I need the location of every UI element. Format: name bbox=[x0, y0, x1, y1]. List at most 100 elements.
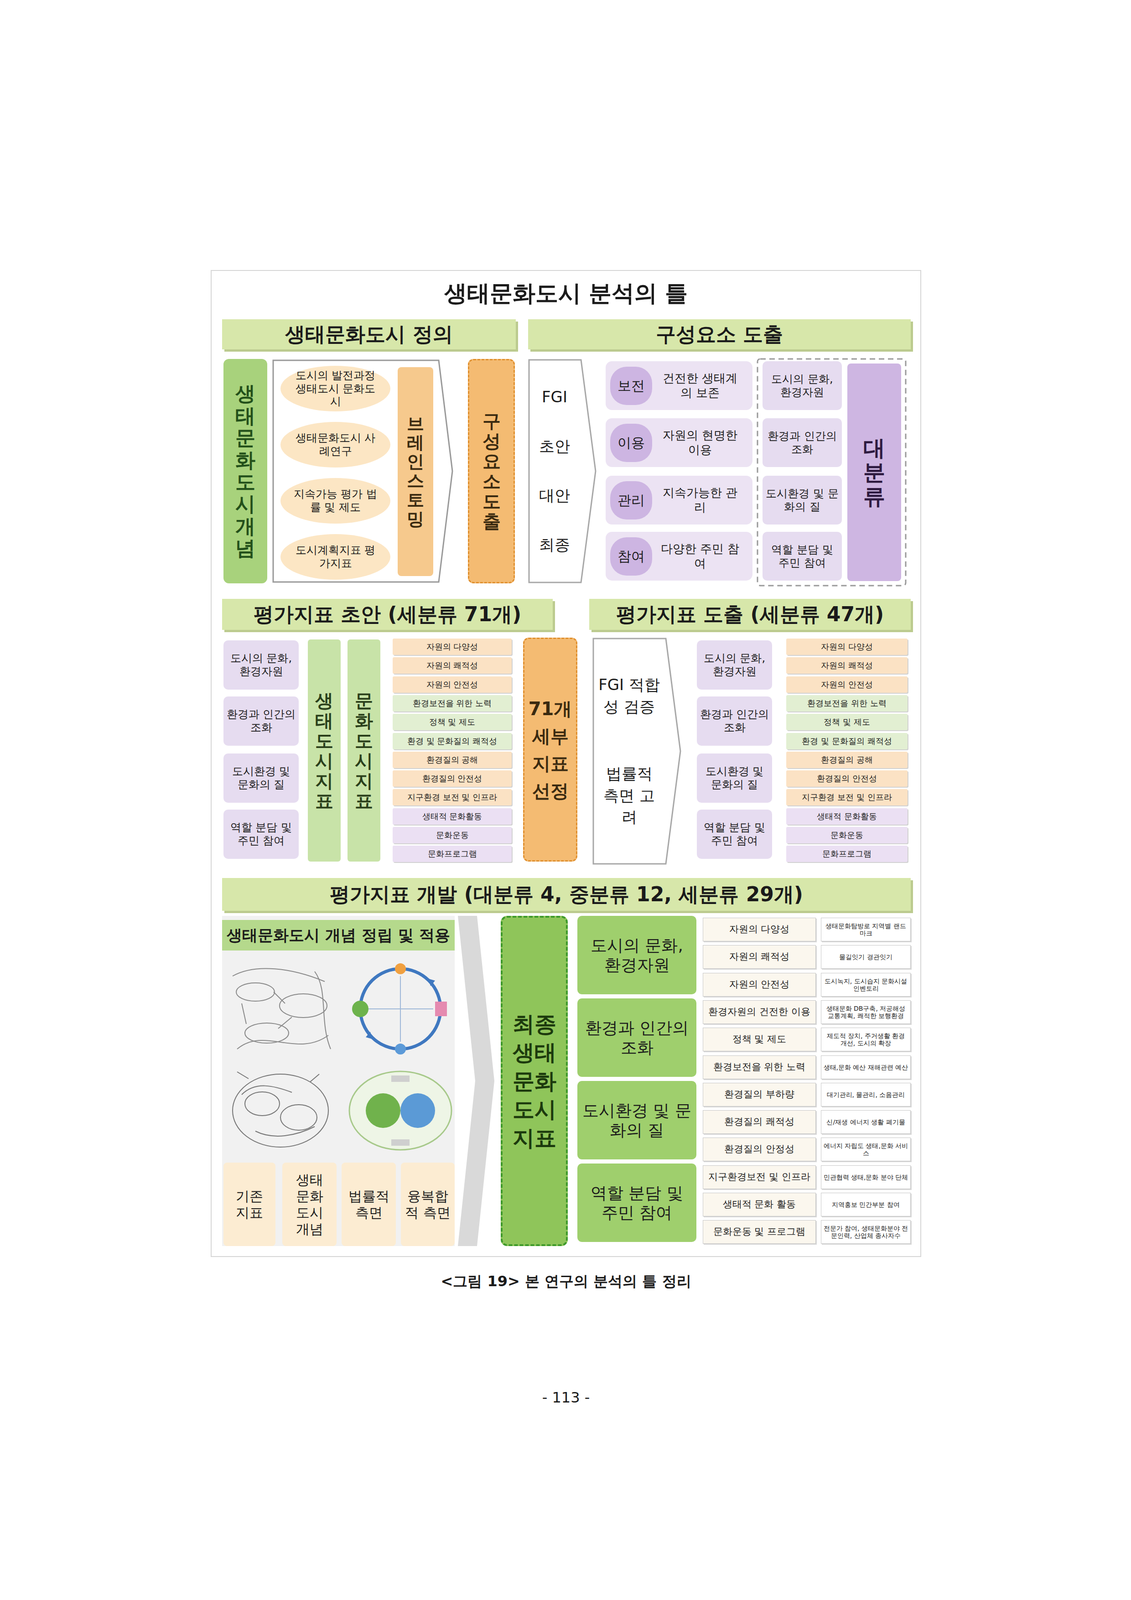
indicator-item: 환경보전을 위한 노력 bbox=[786, 695, 908, 712]
chevron-outline bbox=[592, 637, 682, 865]
label-text: 생태문화도시 개념 bbox=[293, 1171, 326, 1238]
label-text: 평가지표 개발 (대분류 4, 중분류 12, 세분류 29개) bbox=[329, 882, 804, 907]
category-label: 대분류 bbox=[847, 363, 902, 582]
label-text: FGI bbox=[541, 386, 568, 409]
label-text: 생태문화탐방로 지역별 랜드마크 bbox=[823, 922, 909, 937]
basis-box: 기존 지표 bbox=[223, 1162, 276, 1246]
category-box: 도시환경 및 문화의 질 bbox=[223, 753, 299, 803]
label-text: 도시환경 및 문화의 질 bbox=[226, 764, 296, 792]
step-chevron: FGI 적합성 검증법률적 측면 고려 bbox=[592, 637, 682, 865]
label-text: 에너지 자립도 생태,문화 서비스 bbox=[823, 1141, 909, 1157]
label-text: 생태적 문화활동 bbox=[816, 811, 877, 822]
indicator-item: 환경질의 쾌적성 bbox=[702, 1110, 816, 1134]
label-text: 지속가능 평가 법률 및 제도 bbox=[292, 487, 379, 514]
label-text: 71개 세부 지표 선정 bbox=[528, 695, 573, 805]
bracket-chevron bbox=[273, 360, 453, 582]
step-chevron: FGI초안대안최종 bbox=[528, 358, 597, 584]
section-header: 평가지표 초안 (세분류 71개) bbox=[222, 598, 553, 630]
indicator-item: 정책 및 제도 bbox=[702, 1027, 816, 1052]
indicator-item: 자원의 다양성 bbox=[392, 638, 512, 655]
sketch-ellipse bbox=[244, 1022, 289, 1043]
label-text: 대기관리, 물관리, 소음관리 bbox=[826, 1090, 906, 1099]
label-text: 도시의 발전과정 생태도시 문화도시 bbox=[292, 368, 379, 409]
label-text: 환경질의 안전성 bbox=[816, 773, 877, 784]
indicator-item: 자원의 쾌적성 bbox=[786, 657, 908, 674]
label-text: 정책 및 제도 bbox=[732, 1033, 787, 1045]
sketch-illustration bbox=[232, 1071, 329, 1147]
label-text: 생태적 문화활동 bbox=[422, 811, 483, 822]
label-text: 자원의 쾌적성 bbox=[729, 950, 790, 963]
component-tag: 관리 bbox=[610, 481, 653, 520]
indicator-item: 환경 및 문화질의 쾌적성 bbox=[392, 732, 512, 750]
cycle-arrowhead bbox=[428, 978, 436, 986]
indicator-item: 환경질의 안전성 bbox=[786, 770, 908, 787]
component-row: 보전건전한 생태계의 보존 bbox=[605, 361, 753, 410]
label-text: 도시환경 및 문화의 질 bbox=[765, 487, 840, 514]
label-text: 환경과 인간의 조화 bbox=[699, 707, 770, 735]
label-text: 초안 bbox=[539, 435, 571, 458]
category-box: 도시의 문화, 환경자원 bbox=[696, 640, 773, 690]
label-text: 전문가 참여, 생태문화분야 전문인력, 산업체 종사자수 bbox=[823, 1224, 909, 1240]
label-text: 자원의 다양성 bbox=[820, 641, 873, 652]
indicator-detail: 물길잇기 경관잇기 bbox=[820, 944, 911, 969]
category-box: 도시의 문화, 환경자원 bbox=[762, 361, 842, 410]
label-text: 생태문화도시 개념 정립 및 적용 bbox=[226, 925, 450, 945]
component-tag: 보전 bbox=[610, 366, 653, 405]
label-text: 역할 분담 및 주민 참여 bbox=[699, 820, 770, 848]
label-text: 융복합적 측면 bbox=[404, 1188, 452, 1221]
indicator-item: 문화운동 및 프로그램 bbox=[702, 1219, 816, 1244]
label-text: 다양한 주민 참여 bbox=[652, 541, 748, 571]
label-text: 생태도시 지표 bbox=[315, 690, 334, 811]
indicator-item: 지구환경보전 및 인프라 bbox=[702, 1165, 816, 1189]
label-text: 문화프로그램 bbox=[822, 848, 872, 859]
sketch-ellipse bbox=[280, 1104, 317, 1131]
category-box: 역할 분담 및 주민 참여 bbox=[223, 809, 299, 859]
indicator-item: 생태적 문화활동 bbox=[392, 808, 512, 825]
cycle-dot bbox=[394, 963, 406, 975]
sketch-line bbox=[314, 971, 331, 1049]
category-box: 도시의 문화, 환경자원 bbox=[223, 640, 299, 690]
lens-circle bbox=[365, 1093, 401, 1128]
lens-circle bbox=[400, 1093, 436, 1128]
label-text: 정책 및 제도 bbox=[823, 716, 870, 727]
sketch-ellipse bbox=[279, 993, 327, 1018]
indicator-item: 문화운동 bbox=[392, 826, 512, 844]
label-text: 평가지표 도출 (세분류 47개) bbox=[616, 602, 884, 627]
label-text: 자원의 다양성 bbox=[729, 923, 790, 935]
label-text: 도시의 문화, 환경자원 bbox=[226, 651, 296, 679]
cycle-illustration bbox=[352, 963, 447, 1055]
label-text: 지역홍보 민간부분 참여 bbox=[831, 1200, 900, 1209]
category-box: 환경과 인간의 조화 bbox=[696, 696, 773, 746]
indicator-item: 환경보전을 위한 노력 bbox=[702, 1055, 816, 1080]
cycle-spoke bbox=[367, 1008, 434, 1010]
label-text: 문화프로그램 bbox=[427, 848, 478, 859]
category-box: 도시환경 및 문화의 질 bbox=[696, 753, 773, 803]
label-text: 도시의 문화, 환경자원 bbox=[765, 372, 840, 400]
indicator-detail: 에너지 자립도 생태,문화 서비스 bbox=[820, 1137, 911, 1162]
lens-tag bbox=[391, 1075, 410, 1082]
label-text: 역할 분담 및 주민 참여 bbox=[581, 1182, 692, 1223]
label-text: 도시녹지, 도시습지 문화시설 인벤토리 bbox=[823, 977, 909, 992]
label-text: 환경보전을 위한 노력 bbox=[713, 1061, 806, 1073]
indicator-item: 생태적 문화활동 bbox=[786, 808, 908, 825]
label-text: 법률적 측면 bbox=[347, 1188, 391, 1221]
indicator-detail: 대기관리, 물관리, 소음관리 bbox=[820, 1082, 911, 1107]
label-text: 환경질의 공해 bbox=[426, 754, 479, 765]
indicator-item: 문화운동 bbox=[786, 826, 908, 844]
indicator-detail: 도시녹지, 도시습지 문화시설 인벤토리 bbox=[820, 972, 911, 997]
label-text: 자원의 현명한 이용 bbox=[652, 428, 748, 457]
indicator-item: 자원의 쾌적성 bbox=[392, 657, 512, 674]
label-text: 환경보전을 위한 노력 bbox=[412, 698, 492, 709]
label-text: 역할 분담 및 주민 참여 bbox=[765, 543, 840, 570]
label-text: 도시환경 및 문화의 질 bbox=[581, 1100, 692, 1140]
indicator-item: 문화프로그램 bbox=[392, 845, 512, 862]
section-header: 생태문화도시 정의 bbox=[222, 319, 516, 350]
indicator-item: 지구환경 보전 및 인프라 bbox=[786, 788, 908, 806]
indicator-item: 환경질의 공해 bbox=[392, 751, 512, 768]
label-text: 기존 지표 bbox=[233, 1188, 266, 1221]
label-text: 환경질의 안전성 bbox=[422, 773, 483, 784]
indicator-detail: 민관협력 생태,문화 분야 단체 bbox=[820, 1165, 911, 1189]
indicator-item: 자원의 안전성 bbox=[702, 972, 816, 997]
indicator-item: 자원의 쾌적성 bbox=[702, 944, 816, 969]
label-text: 환경질의 부하량 bbox=[724, 1088, 795, 1100]
